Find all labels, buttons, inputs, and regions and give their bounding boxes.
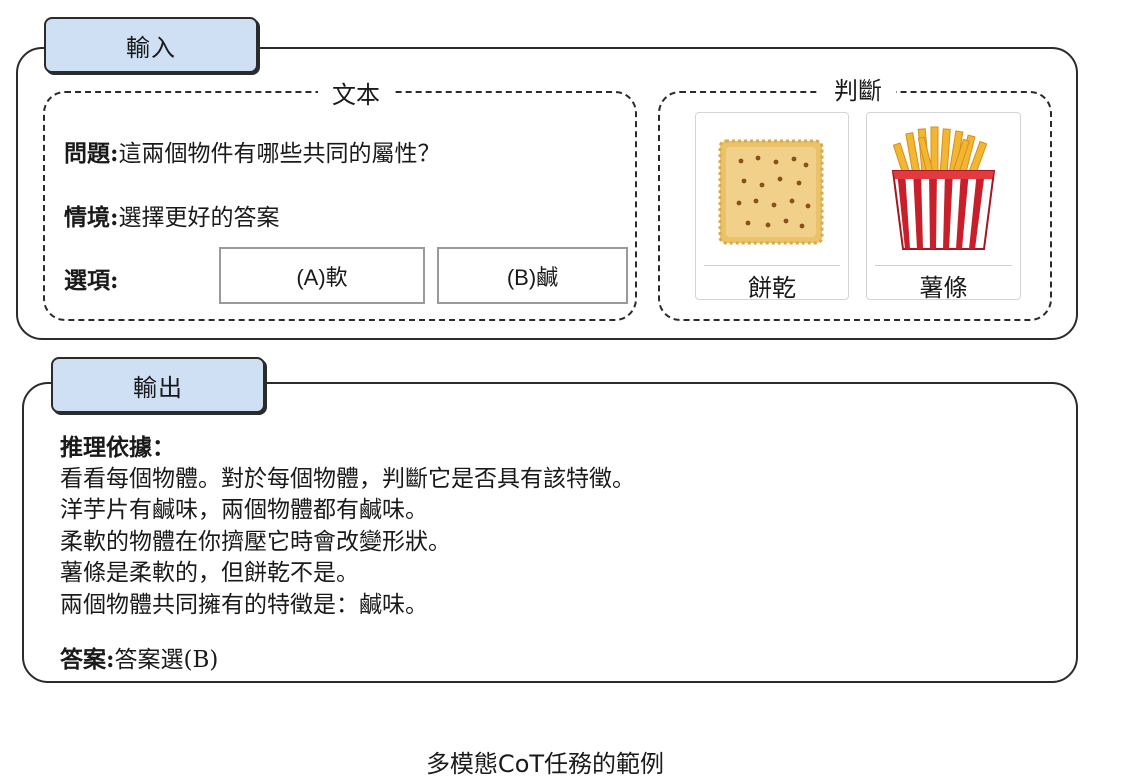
fries-card: 薯條 (866, 112, 1021, 302)
question-line: 問題:這兩個物件有哪些共同的屬性？ (64, 134, 441, 168)
fries-caption: 薯條 (919, 274, 968, 302)
image-group-label: 判斷 (820, 71, 896, 106)
question-label: 問題: (64, 140, 119, 167)
text-group-label: 文本 (318, 75, 394, 110)
rationale-line-5: 兩個物體共同擁有的特徵是：鹹味。 (60, 591, 428, 618)
answer-label: 答案: (60, 646, 115, 673)
question-text: 這兩個物件有哪些共同的屬性？ (118, 141, 441, 167)
context-label: 情境: (64, 204, 119, 231)
rationale-line-3: 柔軟的物體在你擠壓它時會改變形狀。 (60, 528, 451, 555)
cracker-card: 餅乾 (695, 112, 849, 302)
cracker-image (718, 139, 824, 245)
figure-caption: 多模態CoT任務的範例 (425, 750, 665, 778)
rationale-line-2: 洋芋片有鹹味，兩個物體都有鹹味。 (60, 497, 428, 523)
context-line: 情境:選擇更好的答案 (64, 198, 280, 232)
rationale-line-1: 看看每個物體。對於每個物體，判斷它是否具有該特徵。 (60, 465, 635, 492)
context-text: 選擇更好的答案 (118, 205, 280, 231)
input-tab: 輸入 (44, 17, 258, 73)
option-b: (B)鹹 (437, 247, 628, 304)
rationale-line-4: 薯條是柔軟的，但餅乾不是。 (60, 560, 359, 586)
rationale-block: 推理依據： 看看每個物體。對於每個物體，判斷它是否具有該特徵。 洋芋片有鹹味，兩… (60, 432, 635, 621)
options-label: 選項: (64, 267, 119, 294)
cracker-caption: 餅乾 (748, 274, 796, 302)
rationale-label: 推理依據： (60, 434, 175, 461)
answer-text: 答案選(B) (114, 647, 219, 673)
fries-divider (875, 265, 1012, 266)
option-a: (A)軟 (219, 247, 425, 304)
cracker-divider (704, 265, 840, 266)
answer-line: 答案:答案選(B) (60, 640, 218, 674)
output-panel (22, 382, 1078, 683)
french-fries-image (891, 126, 996, 250)
output-tab: 輸出 (51, 357, 265, 413)
